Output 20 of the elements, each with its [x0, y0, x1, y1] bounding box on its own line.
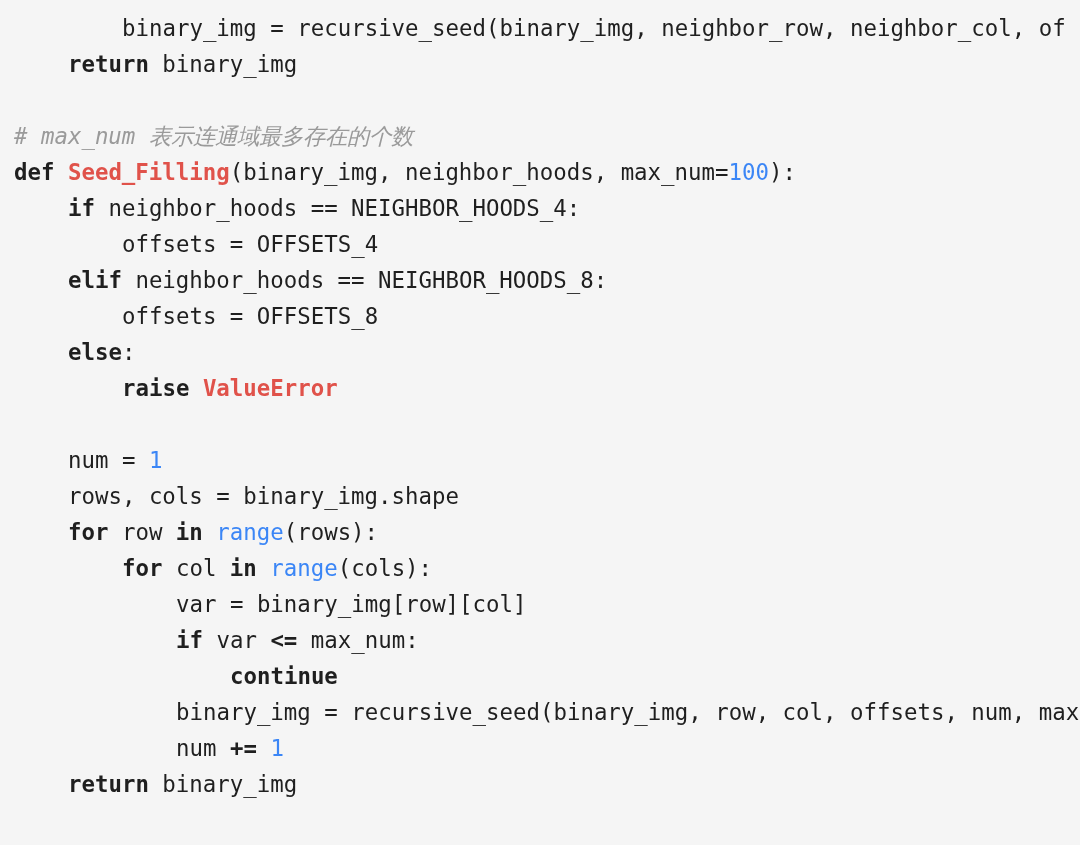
code-line: binary_img = recursive_seed(binary_img, neighbor_row, neighbor_col, of	[122, 14, 1066, 44]
code-comment: # max_num 表示连通域最多存在的个数	[14, 122, 413, 152]
code-line: raise ValueError	[122, 374, 338, 403]
code-line: offsets = OFFSETS_4	[122, 230, 379, 260]
code-line: for col in range(cols):	[122, 554, 433, 583]
code-line: continue	[230, 662, 338, 691]
code-line: return binary_img	[68, 50, 298, 80]
code-line: def Seed_Filling(binary_img, neighbor_hoods, max_num=100):	[14, 158, 796, 188]
code-line: if var <= max_num:	[176, 626, 419, 656]
code-line: var = binary_img[row][col]	[176, 590, 527, 620]
code-line: rows, cols = binary_img.shape	[68, 482, 459, 512]
code-line: num = 1	[68, 446, 163, 475]
code-line: num += 1	[176, 734, 284, 763]
code-line: offsets = OFFSETS_8	[122, 302, 379, 332]
code-line: if neighbor_hoods == NEIGHBOR_HOODS_4:	[68, 194, 581, 224]
code-line: elif neighbor_hoods == NEIGHBOR_HOODS_8:	[68, 266, 608, 296]
code-line: else:	[68, 338, 136, 367]
code-line: return binary_img	[68, 770, 298, 800]
code-line: binary_img = recursive_seed(binary_img, row, col, offsets, num, max	[176, 698, 1080, 728]
code-line: for row in range(rows):	[68, 518, 379, 547]
